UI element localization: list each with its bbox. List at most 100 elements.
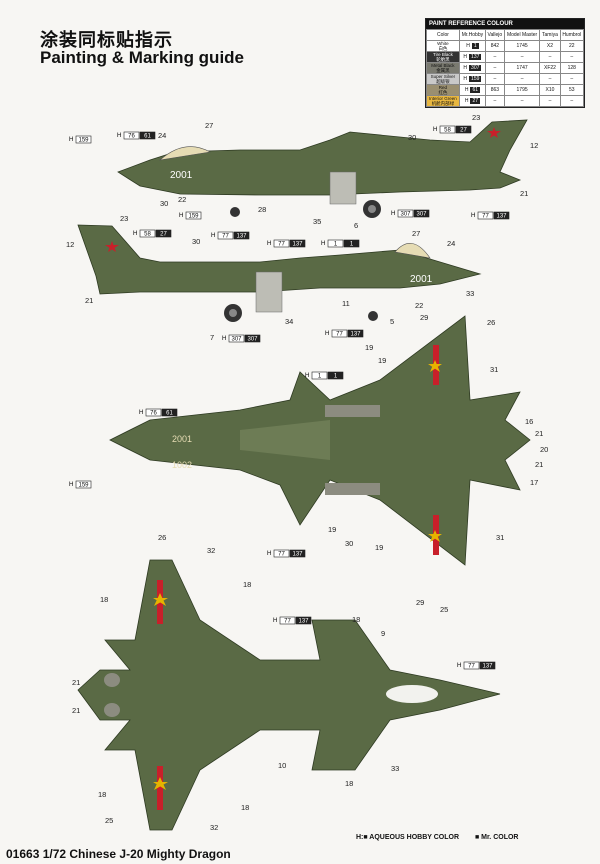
callout-code: 159 xyxy=(188,214,199,220)
part-number: 31 xyxy=(490,365,498,374)
callout-rect xyxy=(185,211,202,220)
callout-rect xyxy=(397,209,414,218)
callout-h: H xyxy=(179,213,183,219)
callout-code: 159 xyxy=(78,483,89,489)
part-number: 23 xyxy=(472,113,480,122)
side-left-canopy xyxy=(394,243,431,259)
part-number: 34 xyxy=(285,317,293,326)
callout-h: H xyxy=(305,373,309,379)
callout-rect xyxy=(228,334,245,343)
callout-box: 137 xyxy=(295,616,312,625)
top-star-lower xyxy=(428,530,442,542)
callout-code: 61 xyxy=(166,411,173,417)
part-number: 35 xyxy=(313,217,321,226)
callout-code: 77 xyxy=(336,332,343,338)
part-number: 21 xyxy=(520,189,528,198)
part-number: 19 xyxy=(378,356,386,365)
callout-box: 1 xyxy=(327,371,344,380)
side-right-canopy xyxy=(159,146,211,161)
callout-rect xyxy=(295,616,312,625)
part-number: 24 xyxy=(447,239,455,248)
callout-box: 137 xyxy=(479,661,496,670)
part-number: 18 xyxy=(241,803,249,812)
callout-code: 307 xyxy=(231,337,242,343)
side-right-nose-wheel xyxy=(230,207,240,217)
callout-h: H xyxy=(433,127,437,133)
callout-h: H xyxy=(211,233,215,239)
bottom-star-upper xyxy=(153,593,168,606)
ref-h-prefix: H xyxy=(463,65,468,71)
ref-code-value: 1 xyxy=(471,43,479,49)
callout-code: 77 xyxy=(278,552,285,558)
side-right-fuselage xyxy=(117,119,528,196)
paint-reference-table: PAINT REFERENCE COLOUR Color Mr.Hobby Va… xyxy=(425,18,585,108)
callout-code: 76 xyxy=(150,411,157,417)
top-star-upper xyxy=(428,360,442,372)
callout-box: 137 xyxy=(493,211,510,220)
callout-code: 27 xyxy=(460,128,467,134)
ref-color-label: Red xyxy=(438,85,448,91)
part-number: 9 xyxy=(381,629,385,638)
callout-rect xyxy=(289,239,306,248)
part-number: 21 xyxy=(72,678,80,687)
ref-color-sub: 机舱内部绿 xyxy=(431,101,455,106)
callout-rect xyxy=(161,408,178,417)
part-number: 24 xyxy=(158,131,166,140)
legend-mr-color: ■ Mr. COLOR xyxy=(474,834,519,841)
callout-h: H xyxy=(117,133,121,139)
title-chinese: 涂装同标贴指示 xyxy=(40,30,173,51)
callout-rect xyxy=(327,239,344,248)
ref-color-label: Interior Green xyxy=(429,96,457,102)
callout-h: H xyxy=(325,331,329,337)
part-number: 11 xyxy=(342,299,350,308)
top-spine xyxy=(240,420,330,460)
part-number: 20 xyxy=(540,445,548,454)
callout-box: 61 xyxy=(139,131,156,140)
ref-color-label: Super Silver xyxy=(430,74,456,80)
part-number: 5 xyxy=(390,317,394,326)
callout-h: H xyxy=(222,336,226,342)
part-number: 25 xyxy=(440,605,448,614)
callout-rect xyxy=(139,229,156,238)
part-number: 21 xyxy=(535,460,543,469)
ref-color-sub: 超级银 xyxy=(436,79,450,84)
part-number: 22 xyxy=(178,195,186,204)
side-left-main-hub xyxy=(229,309,237,317)
ref-color-sub: 白色 xyxy=(438,46,448,51)
part-number: 18 xyxy=(352,615,360,624)
ref-color-label: White xyxy=(437,41,449,47)
callout-rect xyxy=(75,135,92,144)
callout-code: 77 xyxy=(482,214,489,220)
top-view: 2001 1002 xyxy=(109,315,531,566)
part-number: 27 xyxy=(412,229,420,238)
part-number: 32 xyxy=(210,823,218,832)
callout-code: 77 xyxy=(468,664,475,670)
side-right-weapons-bay xyxy=(329,171,357,205)
title-english: Painting & Marking guide xyxy=(40,48,245,67)
callout-rect xyxy=(273,239,290,248)
part-number: 30 xyxy=(408,133,416,142)
ref-code-value: 61 xyxy=(470,87,480,93)
part-number: 7 xyxy=(210,333,214,342)
part-number: 23 xyxy=(120,214,128,223)
callout-code: 137 xyxy=(350,332,361,338)
callout-box: 137 xyxy=(233,231,250,240)
part-number: 29 xyxy=(416,598,424,607)
callout-code: 1 xyxy=(318,374,322,380)
part-number: 33 xyxy=(391,764,399,773)
callout-rect xyxy=(463,661,480,670)
side-left-serial: 2001 xyxy=(410,274,433,285)
part-number: 12 xyxy=(66,240,74,249)
part-number: 32 xyxy=(207,546,215,555)
